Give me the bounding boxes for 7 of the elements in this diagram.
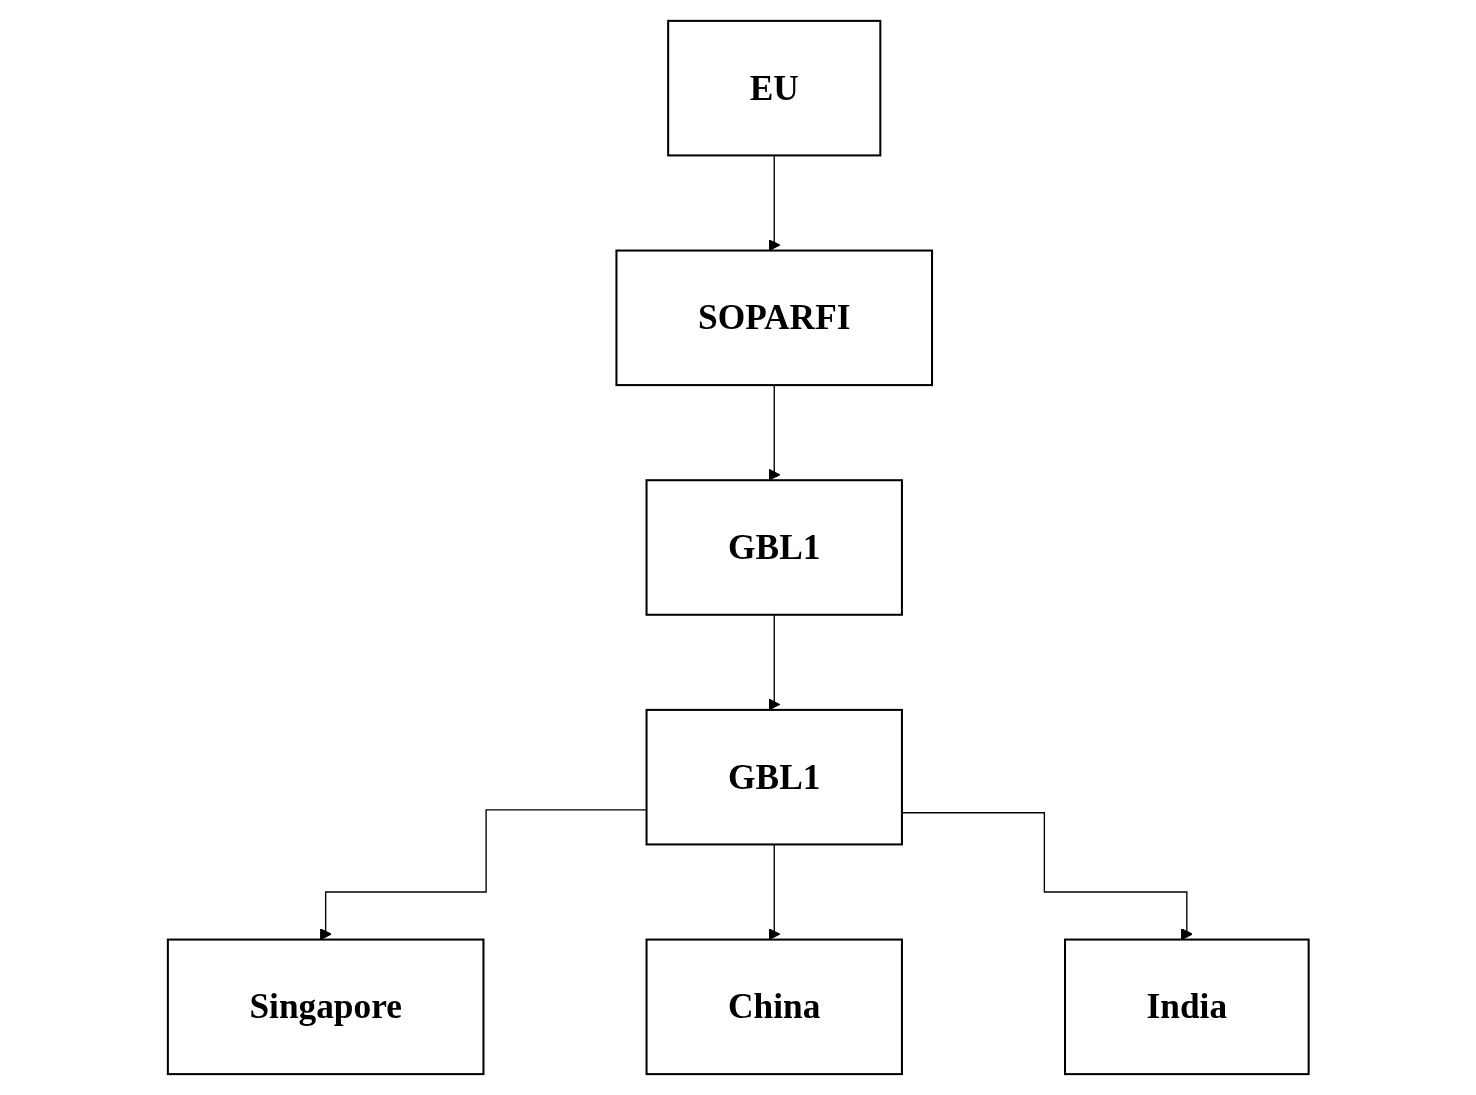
node-box: Singapore: [166, 938, 485, 1076]
node-box: GBL1: [645, 708, 903, 846]
node-box: GBL1: [645, 479, 903, 616]
node-box: India: [1063, 938, 1310, 1076]
node-box: EU: [666, 19, 882, 157]
node-box: SOPARFI: [615, 249, 933, 387]
node-box: China: [645, 938, 903, 1076]
